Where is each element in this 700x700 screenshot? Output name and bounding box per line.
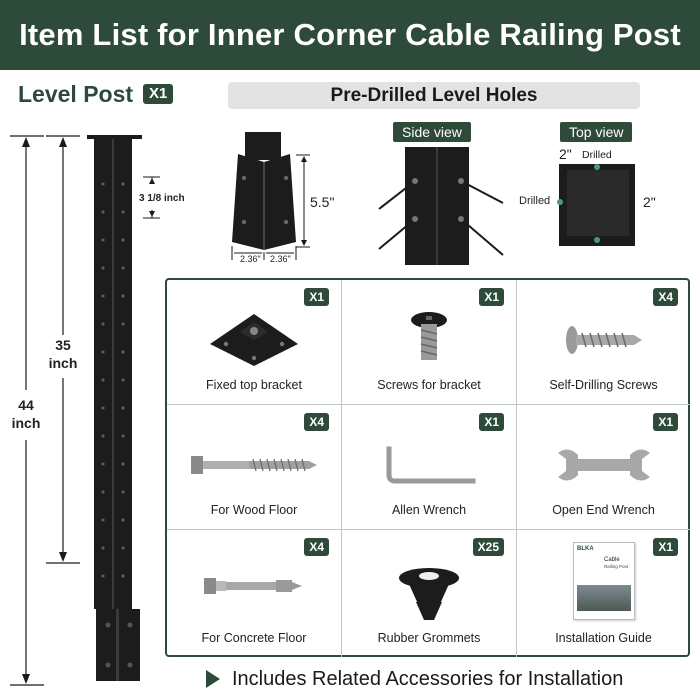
guide-brand: BLKA xyxy=(577,546,594,552)
post-diagram xyxy=(10,135,160,686)
rubber-grommet-icon xyxy=(399,568,459,620)
corner-height-label: 5.5" xyxy=(310,194,335,210)
guide-title-line1: Cable xyxy=(604,557,620,563)
item-screws-for-bracket: X1 Screws for bracket xyxy=(342,280,517,405)
item-qty-badge: X4 xyxy=(304,413,329,431)
dimension-35-line xyxy=(46,135,80,564)
item-qty-badge: X1 xyxy=(653,413,678,431)
corner-width-right-label: 2.36" xyxy=(270,254,291,264)
level-post-body xyxy=(87,135,142,681)
play-arrow-icon xyxy=(206,670,220,688)
item-qty-badge: X1 xyxy=(304,288,329,306)
footer-note: Includes Related Accessories for Install… xyxy=(206,664,623,694)
item-allen-wrench: X1 Allen Wrench xyxy=(342,405,517,530)
corner-view-diagram xyxy=(231,132,310,260)
height-35-value: 35 xyxy=(55,337,71,353)
page-title: Item List for Inner Corner Cable Railing… xyxy=(19,17,681,52)
item-qty-badge: X4 xyxy=(304,538,329,556)
allen-wrench-icon xyxy=(386,446,476,484)
item-fixed-top-bracket: X1 Fixed top bracket xyxy=(167,280,342,405)
item-label: Fixed top bracket xyxy=(206,378,302,392)
item-label: For Concrete Floor xyxy=(201,631,307,645)
item-label: Allen Wrench xyxy=(391,503,467,517)
open-end-wrench-icon xyxy=(557,449,650,481)
guide-cover-photo xyxy=(577,585,631,611)
corner-width-left-label: 2.36" xyxy=(240,254,261,264)
top-view-tag: Top view xyxy=(560,122,633,142)
top-bracket-icon xyxy=(210,314,298,366)
drilled-left-label: Drilled xyxy=(519,195,551,207)
side-view-diagram xyxy=(378,147,504,265)
top-view-diagram xyxy=(557,164,635,246)
item-qty-badge: X1 xyxy=(479,413,504,431)
pre-drilled-heading: Pre-Drilled Level Holes xyxy=(228,82,640,109)
self-drilling-screw-icon xyxy=(565,326,642,354)
item-self-drilling-screws: X4 Self-Drilling Screws xyxy=(517,280,690,405)
item-for-concrete-floor: X4 For Concrete Floor xyxy=(167,530,342,657)
post-holes xyxy=(101,182,125,578)
right-dim-label: 2" xyxy=(643,194,656,210)
height-44-unit: inch xyxy=(11,415,41,431)
drilled-top-label: Drilled xyxy=(582,149,612,161)
hole-spacing-label: 3 1/8 inch xyxy=(139,193,185,204)
bracket-screw-icon xyxy=(411,312,447,360)
item-qty-badge: X4 xyxy=(653,288,678,306)
top-dim-label: 2" xyxy=(559,146,572,162)
item-label: Screws for bracket xyxy=(377,378,481,392)
item-qty-badge: X25 xyxy=(472,538,504,556)
drilled-bottom-label: Drilled xyxy=(582,246,614,258)
lag-screw-icon xyxy=(191,456,317,474)
dimension-44-line xyxy=(10,135,44,686)
installation-guide-icon: BLKA Cable Railing Post xyxy=(573,542,635,620)
height-35-unit: inch xyxy=(48,355,78,371)
item-qty-badge: X1 xyxy=(653,538,678,556)
pre-drilled-title: Pre-Drilled Level Holes xyxy=(330,84,538,106)
height-35-label: 35 inch xyxy=(40,336,86,372)
hole-spacing-dimension xyxy=(143,176,160,219)
accessory-grid: X1 Fixed top bracket X1 Screws for brack… xyxy=(165,278,690,657)
item-rubber-grommets: X25 Rubber Grommets xyxy=(342,530,517,657)
header-banner: Item List for Inner Corner Cable Railing… xyxy=(0,0,700,70)
item-installation-guide: X1 BLKA Cable Railing Post Installation … xyxy=(517,530,690,657)
side-view-tag: Side view xyxy=(393,122,471,142)
item-label: Self-Drilling Screws xyxy=(549,378,658,392)
item-for-wood-floor: X4 For Wood Floor xyxy=(167,405,342,530)
item-label: Open End Wrench xyxy=(552,503,655,517)
concrete-anchor-icon xyxy=(204,578,302,594)
item-open-end-wrench: X1 Open End Wrench xyxy=(517,405,690,530)
guide-title-line2: Railing Post xyxy=(604,564,629,569)
item-label: Rubber Grommets xyxy=(377,631,481,645)
item-label: For Wood Floor xyxy=(210,503,298,517)
item-qty-badge: X1 xyxy=(479,288,504,306)
height-44-value: 44 xyxy=(18,397,34,413)
level-post-title: Level Post xyxy=(18,80,134,107)
item-label: Installation Guide xyxy=(555,631,652,645)
footer-text: Includes Related Accessories for Install… xyxy=(232,667,624,690)
height-44-label: 44 inch xyxy=(4,396,48,432)
level-post-qty-badge: X1 xyxy=(143,84,174,104)
level-post-heading: Level Post X1 xyxy=(18,80,174,108)
